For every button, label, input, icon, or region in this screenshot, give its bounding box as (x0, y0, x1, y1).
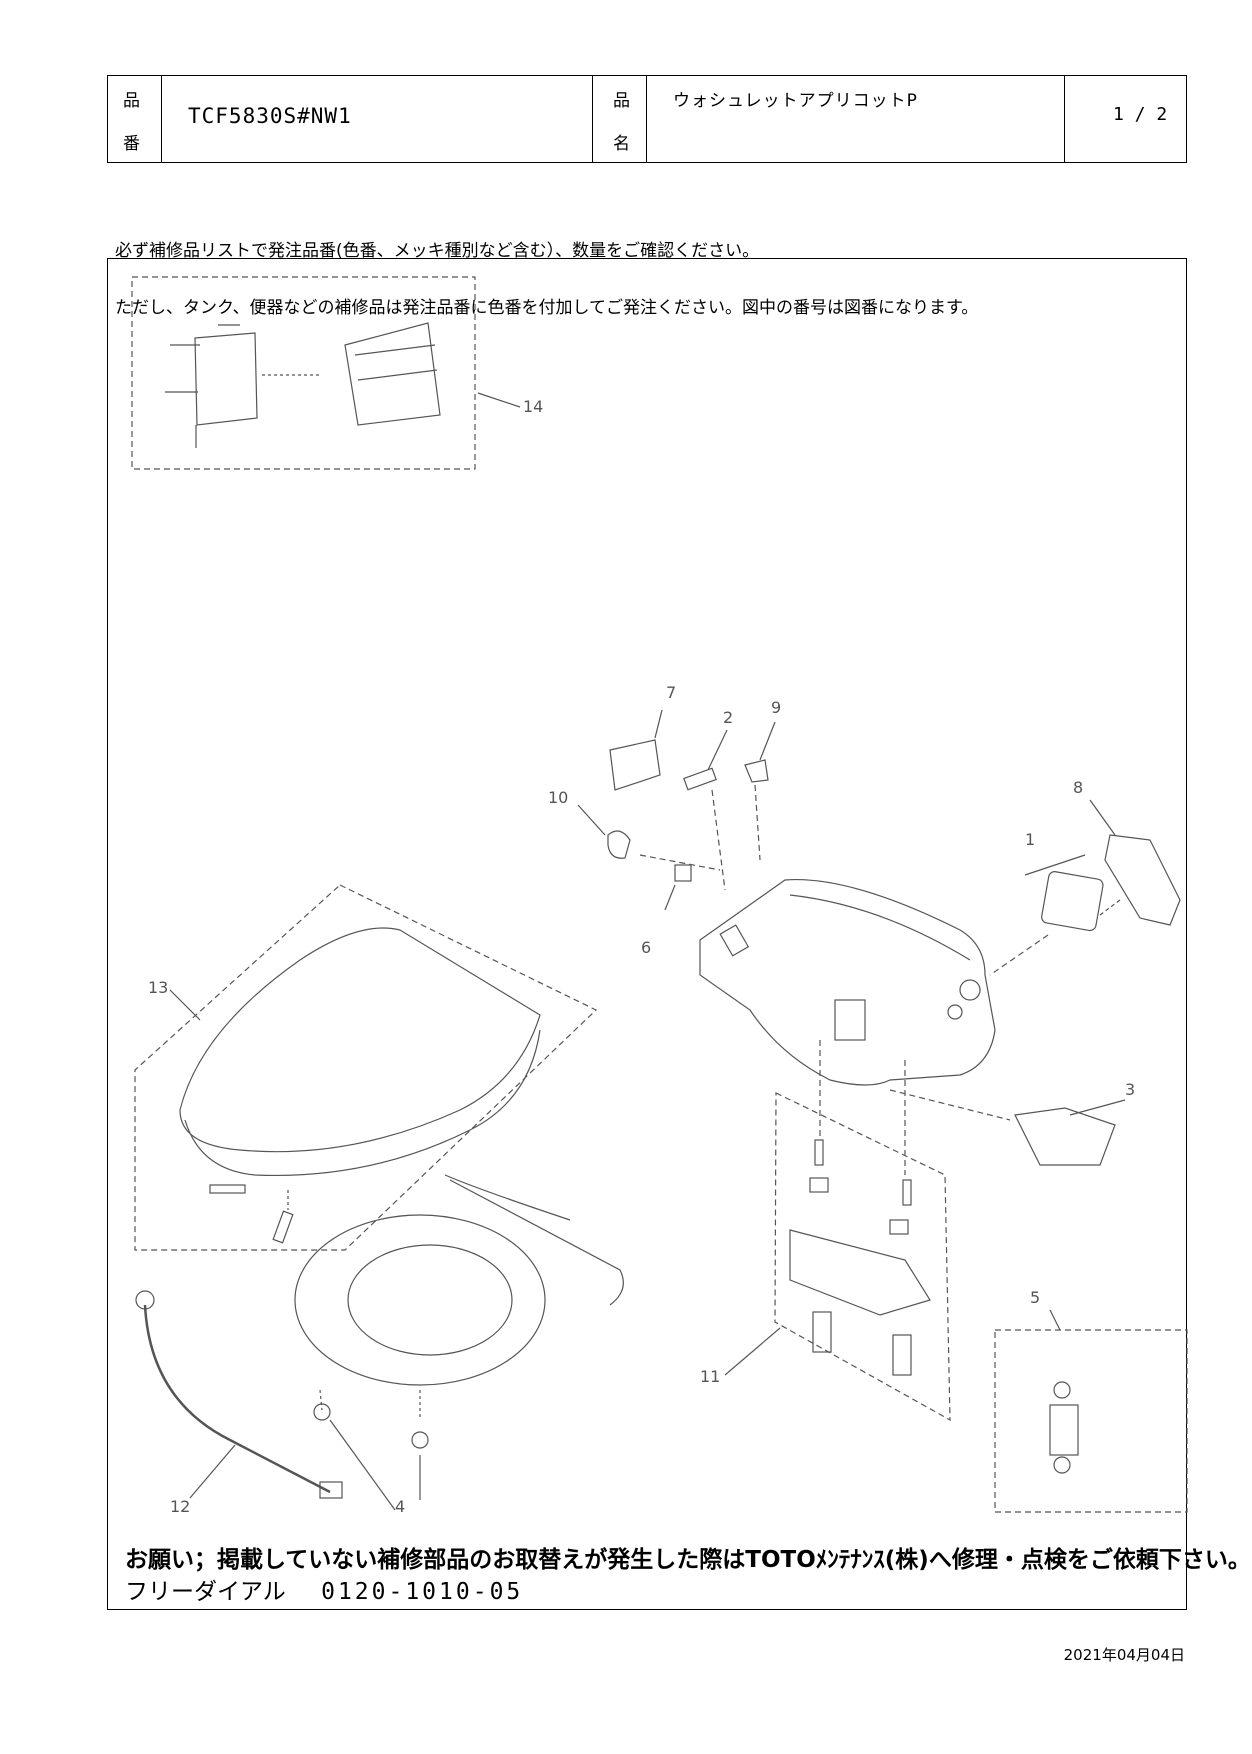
callout-3: 3 (1125, 1080, 1135, 1099)
product-code: TCF5830S#NW1 (188, 104, 352, 128)
diagram-frame (107, 258, 1187, 1610)
callout-9: 9 (771, 698, 781, 717)
issue-date: 2021年04月04日 (1063, 1646, 1185, 1664)
manual-booklet (344, 322, 441, 426)
callout-6: 6 (641, 938, 651, 957)
toilet-seat (294, 1214, 546, 1386)
callout-8: 8 (1073, 778, 1083, 797)
name-label-top: 品 (613, 91, 630, 111)
callout-12: 12 (170, 1497, 190, 1516)
free-dial-label: フリーダイアル (125, 1579, 286, 1605)
code-label-bottom: 番 (123, 134, 140, 154)
wall-plate (194, 332, 258, 426)
callout-11: 11 (700, 1367, 720, 1386)
part-5-box (994, 1329, 1188, 1513)
callout-14: 14 (523, 397, 543, 416)
filter-cover (1104, 834, 1181, 926)
callout-2: 2 (723, 708, 733, 727)
repair-request-text: お願い；掲載していない補修部品のお取替えが発生した際はTOTOﾒﾝﾃﾅﾝｽ(株)… (125, 1547, 1251, 1573)
free-dial: フリーダイアル 0120-1010-05 (125, 1572, 523, 1606)
part-5-valve (1049, 1404, 1079, 1456)
callout-1: 1 (1025, 830, 1035, 849)
part-14-box (131, 276, 476, 470)
note-line-2: ただし、タンク、便器などの補修品は発注品番に色番を付加してご発注ください。図中の… (115, 298, 979, 318)
part-6 (674, 864, 692, 882)
header-table: 品 番 TCF5830S#NW1 品 名 ウォシュレットアプリコットP 1 / … (107, 75, 1187, 163)
callout-5: 5 (1030, 1288, 1040, 1307)
callout-7: 7 (666, 683, 676, 702)
part-13-box (134, 884, 598, 1251)
part-3 (1014, 1107, 1116, 1166)
note-line-1: 必ず補修品リストで発注品番(色番、メッキ種別など含む）、数量をご確認ください。 (115, 241, 760, 261)
part-10 (607, 830, 631, 859)
base-plate (789, 1229, 931, 1316)
callout-13: 13 (148, 978, 168, 997)
callout-4: 4 (395, 1497, 405, 1516)
part-9 (744, 759, 769, 783)
part-7 (609, 739, 661, 791)
free-dial-number: 0120-1010-05 (321, 1579, 524, 1605)
part-2 (683, 767, 717, 791)
page-number: 1 / 2 (1113, 104, 1168, 125)
callout-10: 10 (548, 788, 568, 807)
product-name: ウォシュレットアプリコットP (673, 91, 918, 111)
toilet-lid (179, 927, 541, 1153)
supply-hose (143, 1304, 331, 1494)
deodorizing-filter (1041, 871, 1104, 932)
washlet-body (699, 878, 996, 1086)
notes: 必ず補修品リストで発注品番(色番、メッキ種別など含む）、数量をご確認ください。 … (115, 204, 978, 337)
code-label-top: 品 (123, 91, 140, 111)
callout-labels: 1 2 3 4 5 6 7 8 9 10 11 12 13 14 (148, 397, 1135, 1516)
name-label-bottom: 名 (613, 134, 630, 154)
part-11-box (774, 1092, 951, 1422)
